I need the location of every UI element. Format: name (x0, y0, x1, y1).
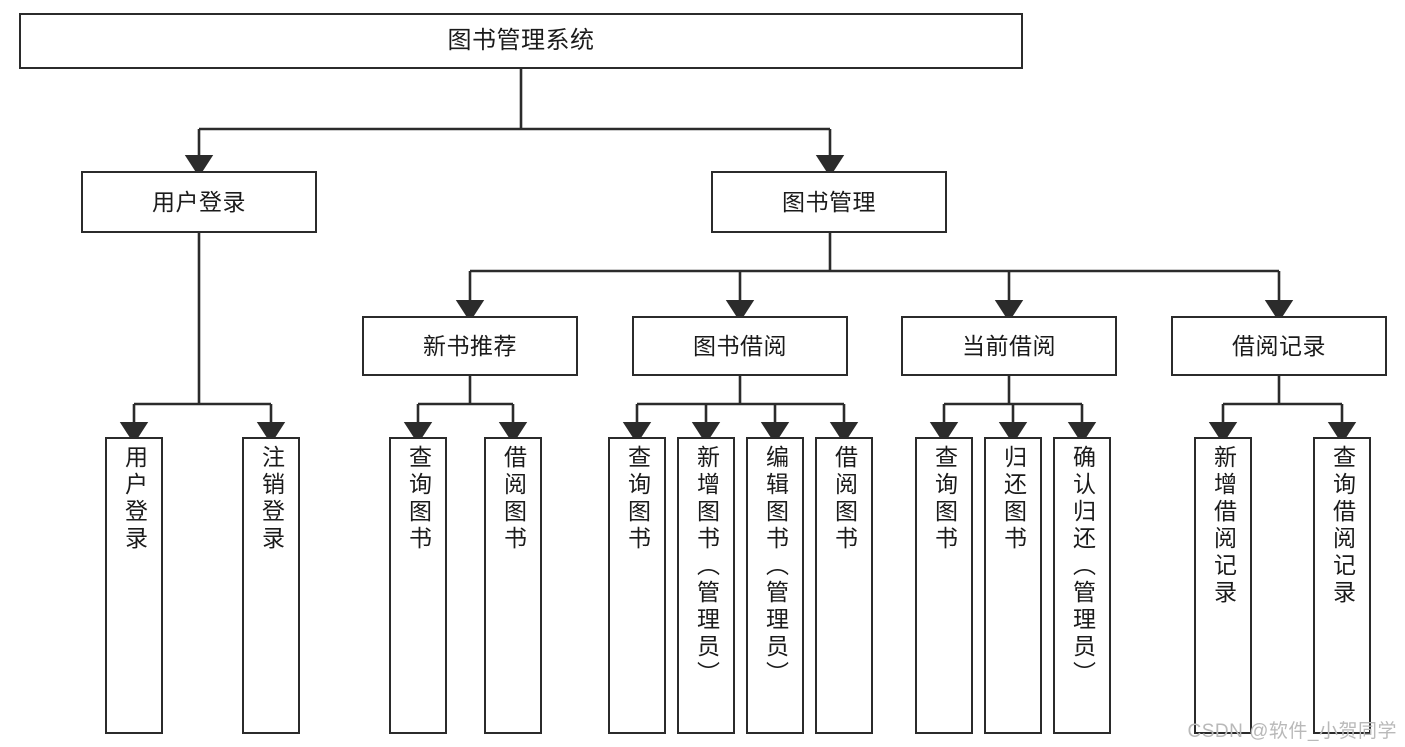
node-label: 图书管理系统 (447, 27, 595, 55)
node-label: 图书管理 (782, 188, 876, 215)
node-label: 借阅图书 (500, 445, 527, 553)
leaf-user-login-signout[interactable]: 注销登录 (242, 437, 300, 734)
leaf-current-return-book[interactable]: 归还图书 (984, 437, 1042, 734)
node-label: 当前借阅 (962, 332, 1056, 359)
node-label: 查询图书 (624, 445, 651, 553)
node-label: 借阅记录 (1232, 332, 1326, 359)
leaf-borrow-edit-book-admin[interactable]: 编辑图书（管理员） (746, 437, 804, 734)
leaf-current-confirm-return-admin[interactable]: 确认归还（管理员） (1053, 437, 1111, 734)
leaf-current-query-book[interactable]: 查询图书 (915, 437, 973, 734)
leaf-borrow-query-book[interactable]: 查询图书 (608, 437, 666, 734)
leaf-new-book-borrow[interactable]: 借阅图书 (484, 437, 542, 734)
node-label: 查询借阅记录 (1329, 445, 1356, 607)
node-label: 查询图书 (931, 445, 958, 553)
leaf-record-add-record[interactable]: 新增借阅记录 (1194, 437, 1252, 734)
leaf-user-login-signin[interactable]: 用户登录 (105, 437, 163, 734)
node-root-system[interactable]: 图书管理系统 (19, 13, 1023, 69)
node-label: 新增图书（管理员） (693, 445, 720, 688)
node-borrow-record[interactable]: 借阅记录 (1171, 316, 1387, 376)
leaf-borrow-borrow-book[interactable]: 借阅图书 (815, 437, 873, 734)
node-label: 新书推荐 (423, 332, 517, 359)
node-label: 新增借阅记录 (1210, 445, 1237, 607)
node-label: 用户登录 (121, 445, 148, 553)
csdn-watermark: CSDN @软件_小贺同学 (1187, 721, 1397, 742)
leaf-borrow-add-book-admin[interactable]: 新增图书（管理员） (677, 437, 735, 734)
node-label: 借阅图书 (831, 445, 858, 553)
node-label: 归还图书 (1000, 445, 1027, 553)
node-user-login[interactable]: 用户登录 (81, 171, 317, 233)
leaf-record-query-record[interactable]: 查询借阅记录 (1313, 437, 1371, 734)
node-new-book-recommend[interactable]: 新书推荐 (362, 316, 578, 376)
leaf-new-book-query[interactable]: 查询图书 (389, 437, 447, 734)
node-label: 用户登录 (152, 188, 246, 215)
node-book-borrow[interactable]: 图书借阅 (632, 316, 848, 376)
node-current-borrow[interactable]: 当前借阅 (901, 316, 1117, 376)
node-label: 确认归还（管理员） (1069, 445, 1096, 688)
node-label: 注销登录 (258, 445, 285, 553)
node-label: 查询图书 (405, 445, 432, 553)
node-book-management[interactable]: 图书管理 (711, 171, 947, 233)
node-label: 编辑图书（管理员） (762, 445, 789, 688)
node-label: 图书借阅 (693, 332, 787, 359)
